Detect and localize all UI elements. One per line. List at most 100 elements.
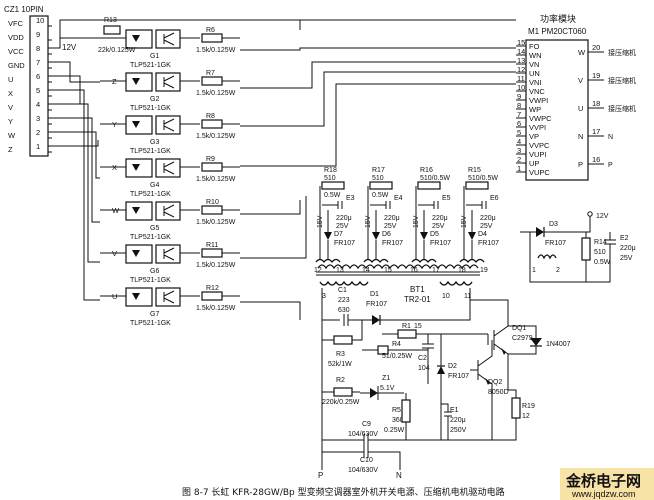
c2-label: C2 [418,355,427,362]
connector-supply: 12V [62,43,77,52]
dq2-label: DQ2 [488,379,503,386]
connector-pin-num: 1 [36,142,40,151]
connector-pin-num: 7 [36,58,40,67]
bootstrap-resistor [321,181,345,190]
bootstrap-c-v: 25V [432,223,445,230]
bootstrap-d-label: D6 [382,231,391,238]
diode-1n4007-label: 1N4007 [546,341,571,348]
diode-1n4007-symbol [530,338,542,346]
bootstrap-c-val: 220μ [384,215,400,222]
opto-transistor-symbol [163,118,175,132]
module-left-pin-sig: VUPI [529,150,547,159]
opto-led-box [125,287,153,307]
opto-label: G6 [150,268,159,275]
opto-part: TLP521-1GK [130,62,171,69]
bootstrap-resistor [369,181,393,190]
bootstrap-d-label: D7 [334,231,343,238]
d1-part: FR107 [366,301,387,308]
opto-out-resistor [201,119,223,129]
bootstrap-r-label: R15 [468,167,481,174]
opto-label: G2 [150,96,159,103]
module-left-pin-num: 15 [517,38,525,47]
bootstrap-d-part: FR107 [382,240,403,247]
connector-pin-sig: VFC [8,19,24,28]
opto-led-symbol [132,78,140,85]
module-left-pin-sig: VNC [529,87,545,96]
bootstrap-resistor [417,181,441,190]
r19-label: R19 [522,403,535,410]
watermark-text: 金桥电子网 [565,472,641,490]
bootstrap-cap-symbol [322,201,343,209]
module-right-pin-ext: P [608,162,613,169]
connector-pin-sig: X [8,89,13,98]
opto-rout-val: 1.5k/0.125W [196,305,236,312]
connector-pin-num: 5 [36,86,40,95]
optocoupler-column: G1TLP521-1GKR1322k/0.125WG2TLP521-1GKZG3… [98,17,200,327]
r5-val: 360 [392,417,404,424]
opto-rout-val: 1.5k/0.125W [196,90,236,97]
bootstrap-tap-a: 14 [362,267,370,274]
transformer-label: BT1 [410,285,425,294]
module-right-pin-num: 19 [592,71,600,80]
bootstrap-wires [463,186,473,260]
opto-part: TLP521-1GK [130,277,171,284]
opto-rout-label: R9 [206,156,215,163]
module-left-pin-sig: VVPC [529,141,550,150]
c1-label: C1 [338,287,347,294]
bootstrap-diode [324,232,332,240]
connector-pin-sig: W [8,131,16,140]
bootstrap-c-val: 220μ [432,215,448,222]
opto-transistor-symbol [163,204,175,218]
dq2-part: 8050D [488,389,509,396]
r3-symbol [333,335,353,345]
opto-rout-val: 1.5k/0.125W [196,262,236,269]
opto-part: TLP521-1GK [130,148,171,155]
opto-out-resistor [201,33,223,43]
opto-transistor-symbol [163,161,175,175]
r2-symbol [333,387,353,397]
bootstrap-winding [363,258,389,264]
connector-cz1: CZ1 10PIN 10VFC9VDD8VCC7GND6U5X4V3Y2W1Z … [4,5,77,157]
bootstrap-c-v: 25V [384,223,397,230]
module-left-pin-num: 3 [517,146,521,155]
connector-pin-sig: GND [8,61,25,70]
e2-label: E2 [620,235,629,242]
bootstrap-winding [459,258,485,264]
module-right-pin-sig: N [578,132,583,141]
connector-pin-num: 6 [36,72,40,81]
opto-transistor-box [155,201,181,221]
module-right-pin-sig: P [578,160,583,169]
e1-label: E1 [450,407,459,414]
r1-val: 15 [414,323,422,330]
opto-out-resistor [201,291,223,301]
bootstrap-r-label: R18 [324,167,337,174]
dq1-label: DQ1 [512,325,527,332]
connector-pin-num: 10 [36,16,44,25]
bootstrap-d-part: FR107 [478,240,499,247]
d2-part: FR107 [448,373,469,380]
c1-val: 223 [338,297,350,304]
opto-led-box [125,115,153,135]
terminal-p: P [318,471,323,480]
e1-val: 220μ [450,417,466,424]
opto-input-pin: X [112,163,117,172]
opto-label: G4 [150,182,159,189]
bootstrap-c-label: E5 [442,195,451,202]
watermark-url: www.jqdzw.com [571,489,636,499]
transformer-tap-11: 11 [464,293,471,300]
opto-rout-val: 1.5k/0.125W [196,219,236,226]
bootstrap-c-val: 220μ [480,215,496,222]
connector-pin-num: 3 [36,114,40,123]
module-left-pin-num: 14 [517,47,525,56]
opto-led-box [125,72,153,92]
module-left-pin-num: 7 [517,110,521,119]
module-left-pin-sig: VWPC [529,114,552,123]
opto-led-box [125,158,153,178]
e2-v: 25V [620,255,633,262]
opto-input-pin: Z [112,77,117,86]
module-left-pin-num: 5 [517,128,521,137]
opto-led-box [125,201,153,221]
opto-part: TLP521-1GK [130,234,171,241]
